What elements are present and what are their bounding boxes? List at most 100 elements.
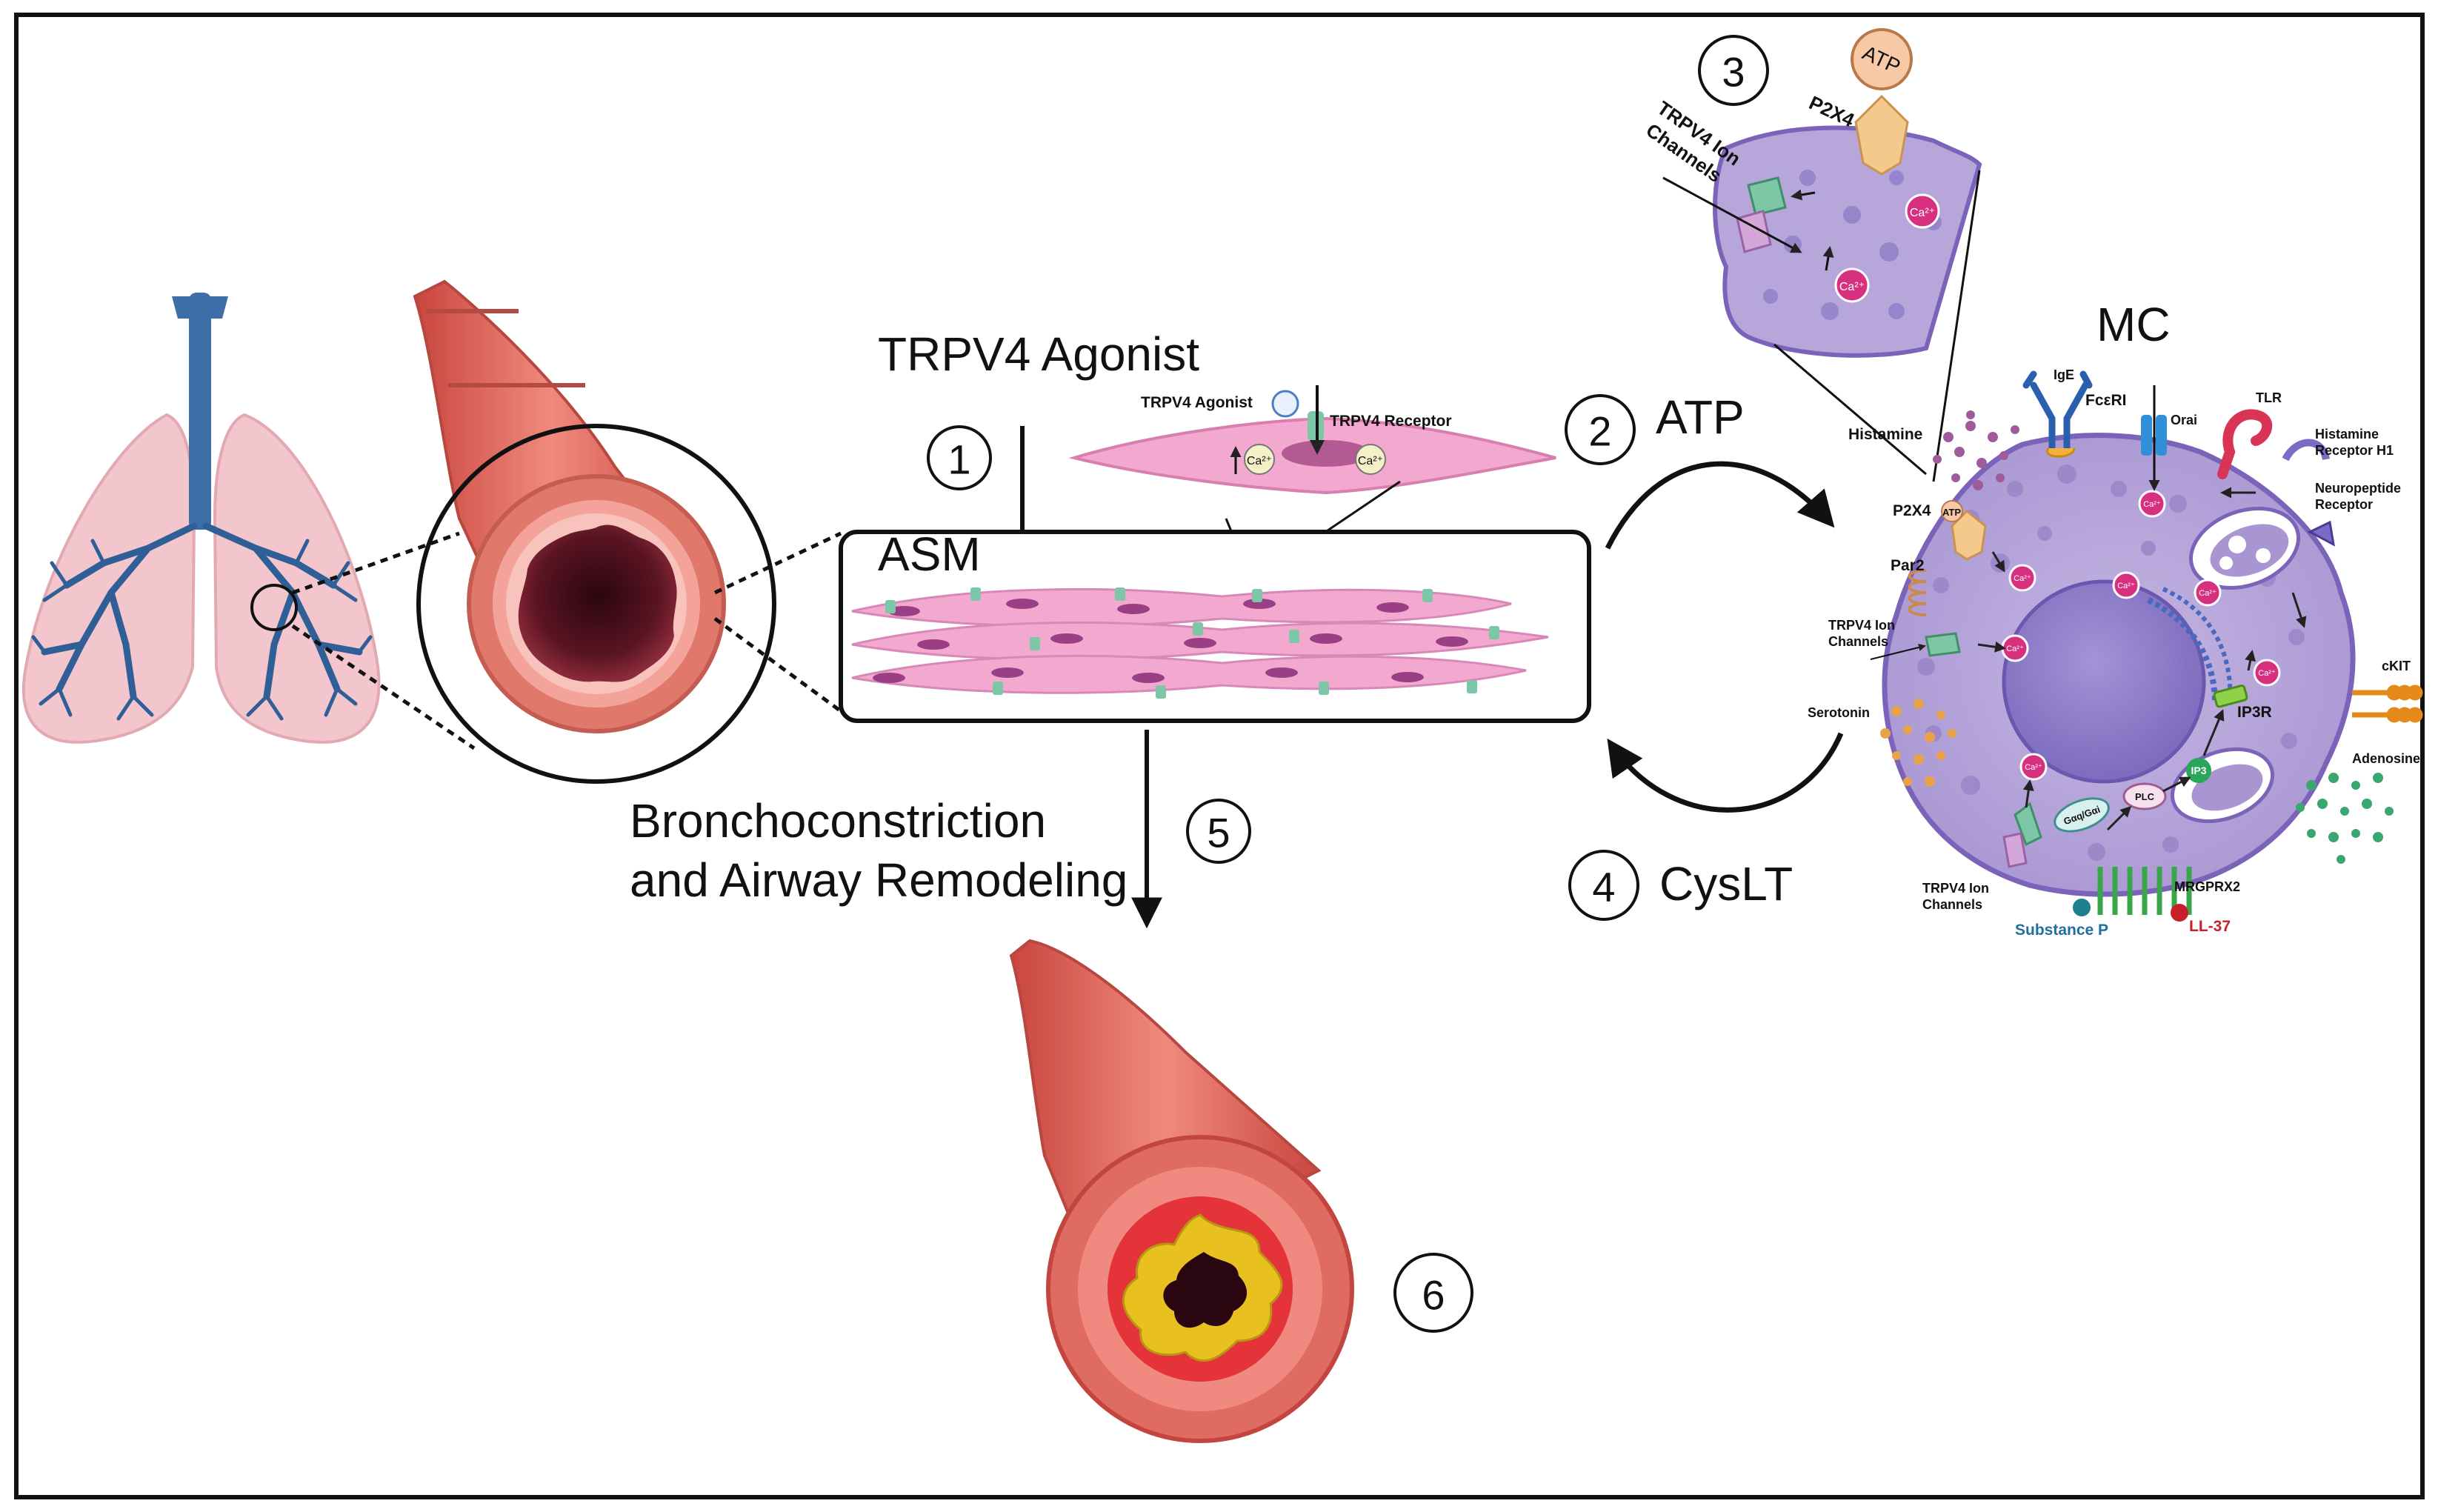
svg-text:Ca²⁺: Ca²⁺ (1839, 281, 1865, 293)
inset-trpv4-pointer (1662, 176, 1802, 253)
mc-substance-p-label: Substance P (2015, 922, 2108, 939)
mc-p2x4-label: P2X4 (1893, 502, 1931, 519)
airway-zoom-circle (416, 424, 776, 784)
inset-trpv4-channel (1736, 176, 1787, 253)
mast-cell-inset: P2X4 Ca²⁺ Ca²⁺ (1713, 91, 1982, 358)
smc-receptor-label: TRPV4 Receptor (1330, 413, 1452, 430)
smooth-muscle-cell-detail: Ca²⁺ Ca²⁺ TRPV4 Agonist TRPV4 Receptor (1068, 385, 1556, 495)
step-1-circle (927, 425, 992, 490)
ca-ion-right (1355, 444, 1386, 475)
p2x4-receptor (1941, 500, 1987, 561)
airway-lumen (518, 524, 677, 682)
inset-atp-molecule (1851, 28, 1913, 90)
smc-agonist-label: TRPV4 Agonist (1141, 394, 1253, 411)
tlr-receptor (2217, 409, 2273, 479)
adenosine-particles (2296, 773, 2394, 864)
svg-text:Ca²⁺: Ca²⁺ (2014, 574, 2031, 583)
zoom-line-asm-upper (713, 531, 842, 595)
substance-p-molecule (2073, 899, 2091, 916)
lungs-illustration (21, 293, 381, 744)
zoom-circle-on-lung (250, 584, 298, 631)
mc-adenosine-label: Adenosine (2352, 751, 2420, 766)
trpv4-agonist-label: TRPV4 Agonist (878, 327, 1199, 381)
step-6-number: 6 (1422, 1272, 1445, 1319)
mc-np-label-line1: Neuropeptide (2315, 481, 2401, 496)
arrow-asm-to-mc (1605, 461, 1835, 550)
svg-text:Ca²⁺: Ca²⁺ (2199, 589, 2216, 598)
zoom-line-lower (291, 624, 476, 750)
mc-vesicle-upper (2188, 506, 2301, 590)
mc-nucleus (2002, 579, 2206, 784)
svg-text:Ca²⁺: Ca²⁺ (2143, 500, 2161, 509)
mc-plc-label: PLC (2135, 791, 2155, 802)
inset-p2x4-receptor (1854, 94, 1909, 176)
svg-text:Ca²⁺: Ca²⁺ (2025, 763, 2042, 772)
asm-nuclei (873, 599, 1468, 683)
mc-label: MC (2096, 298, 2171, 351)
ll37-molecule (2171, 904, 2188, 922)
svg-text:Ca²⁺: Ca²⁺ (1358, 455, 1383, 467)
mc-par2-label: Par2 (1891, 557, 1925, 574)
trpv4-channel-bottom (2002, 802, 2042, 868)
inset-ca-ion-2 (1834, 267, 1870, 303)
mc-trpv4-top-pointer (1870, 644, 1926, 660)
atp-label: ATP (1656, 390, 1745, 444)
asm-trpv4-receptors (885, 587, 1499, 699)
step-4-number: 4 (1592, 864, 1615, 910)
ckit-receptor (2352, 685, 2423, 723)
mc-signal-arrows (1977, 487, 2307, 831)
right-lung (213, 413, 381, 744)
svg-text:Ca²⁺: Ca²⁺ (1247, 455, 1272, 467)
mc-ip3r-label: IP3R (2237, 704, 2272, 721)
mc-ip3-molecule (2186, 758, 2211, 783)
mast-cell (1882, 433, 2356, 897)
step-3-number: 3 (1722, 49, 1745, 96)
inset-ca-ion-1 (1905, 193, 1940, 229)
mc-trpv4-top-label-line2: Channels (1828, 634, 1888, 649)
smc-nucleus (1282, 440, 1370, 467)
svg-text:Ca²⁺: Ca²⁺ (2258, 669, 2276, 678)
mc-ige-label: IgE (2054, 367, 2074, 382)
mc-ip3r (2213, 685, 2248, 708)
step-2-circle (1565, 394, 1636, 465)
bronchoconstriction-label-line2: and Airway Remodeling (630, 853, 1128, 907)
mc-ca-ions (2001, 490, 2281, 781)
mc-tlr-label: TLR (2256, 390, 2282, 405)
airway-cross-section (467, 474, 726, 733)
histamine-particles (1933, 410, 2019, 490)
trpv4-channel-top (1925, 632, 1961, 657)
histamine-h1-receptor (2282, 439, 2330, 462)
mc-serotonin-label: Serotonin (1808, 705, 1870, 720)
mc-atp-small-label: ATP (1942, 507, 1961, 518)
mc-ll37-label: LL-37 (2189, 918, 2231, 935)
step-2-number: 2 (1588, 408, 1611, 455)
step-5-number: 5 (1207, 810, 1230, 856)
step-6-circle (1393, 1253, 1473, 1333)
serotonin-particles (1880, 699, 1956, 787)
asm-fibers (851, 587, 1549, 694)
remodeled-lumen (1163, 1252, 1248, 1328)
mc-ckit-label: cKIT (2382, 659, 2411, 673)
step-3-circle (1698, 35, 1769, 106)
mc-mrgprx2-label: MRGPRX2 (2174, 879, 2240, 894)
mc-histamine-label: Histamine (1848, 426, 1922, 443)
inset-zoom-line-right (1932, 170, 1981, 482)
mc-h1-label-line1: Histamine (2315, 427, 2379, 442)
mc-fceri-label: FcεRI (2085, 392, 2126, 409)
step-5-circle (1186, 799, 1251, 864)
svg-text:Ca²⁺: Ca²⁺ (2006, 645, 2024, 653)
mc-trpv4-top-label-line1: TRPV4 Ion (1828, 618, 1895, 633)
neuropeptide-receptor (2307, 520, 2335, 547)
ca-ion-left (1244, 444, 1275, 475)
mc-trpv4-bottom-label-line1: TRPV4 Ion (1922, 881, 1989, 896)
orai-channel (2141, 385, 2167, 491)
mc-plc (2122, 782, 2167, 810)
svg-text:Ca²⁺: Ca²⁺ (1910, 207, 1935, 219)
trachea (172, 293, 228, 530)
step-1-number: 1 (947, 436, 970, 483)
mc-orai-label: Orai (2171, 413, 2197, 427)
bronchial-twigs (31, 539, 373, 721)
inset-zoom-line-left (1773, 343, 1927, 476)
step-4-circle (1568, 850, 1639, 921)
